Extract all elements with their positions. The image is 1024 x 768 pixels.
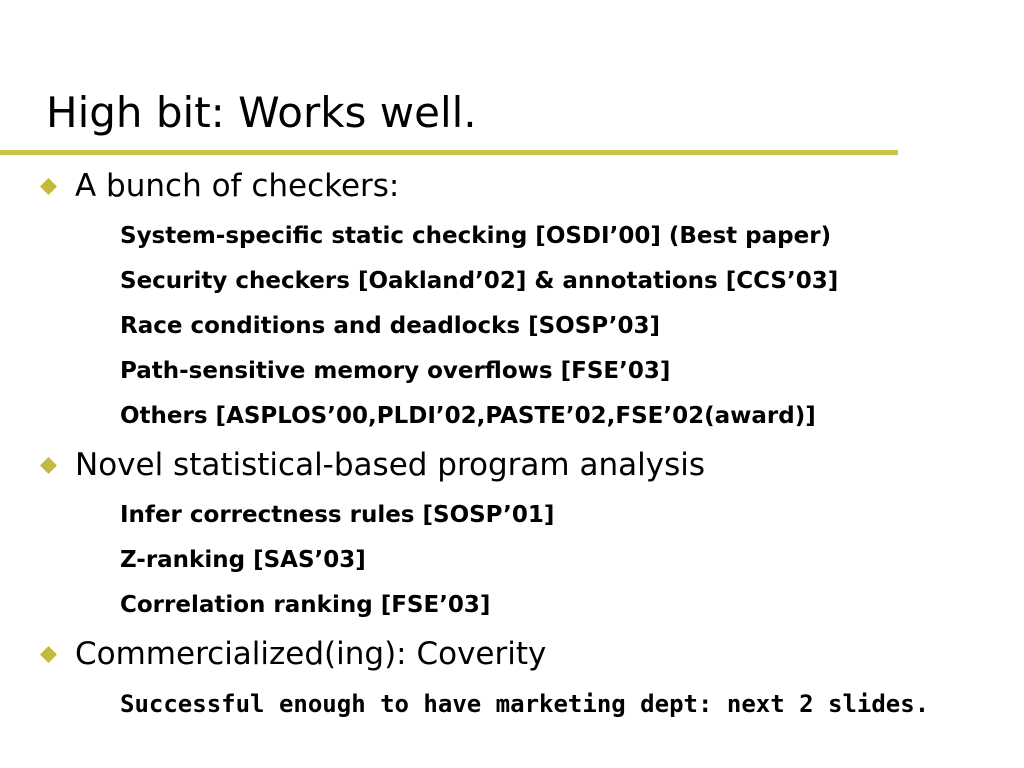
bullet-text: Commercialized(ing): Coverity	[75, 636, 547, 672]
bullet-text: A bunch of checkers:	[75, 168, 400, 204]
title-underline	[0, 150, 898, 155]
diamond-icon	[40, 646, 57, 664]
diamond-icon	[40, 178, 57, 196]
sub-item: Others [ASPLOS’00,PLDI’02,PASTE’02,FSE’0…	[120, 403, 816, 429]
diamond-icon	[40, 457, 57, 475]
bullet-item: Commercialized(ing): Coverity	[40, 636, 546, 673]
sub-item: Z-ranking [SAS’03]	[120, 547, 366, 573]
bullet-item: A bunch of checkers:	[40, 168, 399, 205]
sub-item: System-specific static checking [OSDI’00…	[120, 223, 832, 249]
slide-title: High bit: Works well.	[46, 88, 477, 137]
bullet-item: Novel statistical-based program analysis	[40, 447, 705, 484]
sub-item: Security checkers [Oakland’02] & annotat…	[120, 268, 839, 294]
sub-item: Path-sensitive memory overflows [FSE’03]	[120, 358, 671, 384]
bullet-text: Novel statistical-based program analysis	[75, 447, 705, 483]
sub-item: Race conditions and deadlocks [SOSP’03]	[120, 313, 661, 339]
sub-item: Correlation ranking [FSE’03]	[120, 592, 491, 618]
sub-item: Successful enough to have marketing dept…	[120, 690, 930, 718]
sub-item: Infer correctness rules [SOSP’01]	[120, 502, 555, 528]
